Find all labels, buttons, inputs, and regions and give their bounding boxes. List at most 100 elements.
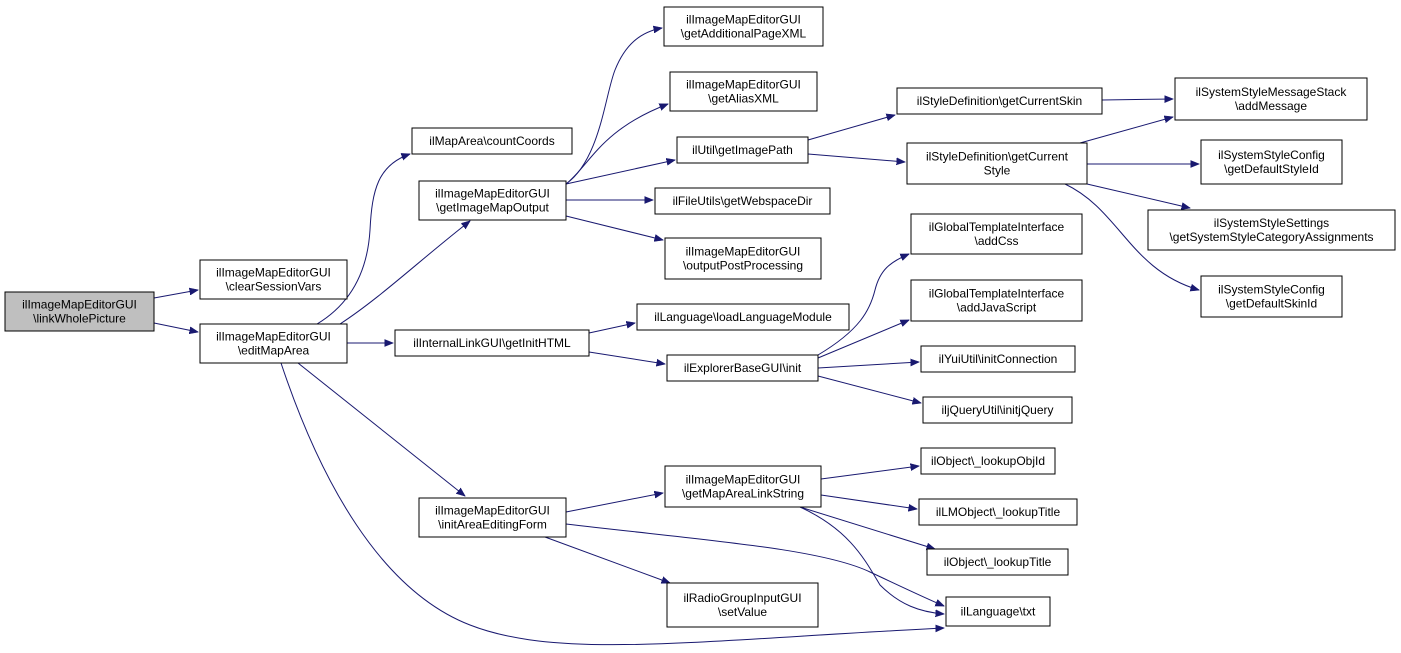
node-box [920, 345, 1076, 373]
node-label: ilImageMapEditorGUI [435, 504, 550, 518]
edge-getMapAreaLinkString-to-objLookupTitle [799, 506, 935, 549]
node-label: \linkWholePicture [33, 312, 126, 326]
node-box [199, 259, 348, 300]
node-box [1174, 77, 1368, 121]
node-label: \getDefaultSkinId [1226, 297, 1317, 311]
node-addCss[interactable]: ilGlobalTemplateInterface\addCss [910, 213, 1083, 255]
node-getDefaultStyleId[interactable]: ilSystemStyleConfig\getDefaultStyleId [1200, 139, 1343, 185]
node-label: ilSystemStyleConfig [1218, 148, 1325, 162]
edge-explorerInit-to-addCss [817, 253, 909, 356]
node-label: ilImageMapEditorGUI [22, 298, 137, 312]
node-box [1200, 139, 1343, 185]
edge-getInitHTML-to-loadLanguageModule [588, 323, 635, 334]
node-box [669, 71, 818, 112]
node-label: ilImageMapEditorGUI [216, 330, 331, 344]
node-label: \addCss [974, 234, 1018, 248]
node-label: \getDefaultStyleId [1224, 162, 1319, 176]
node-lmLookupTitle[interactable]: ilLMObject\_lookupTitle [918, 498, 1078, 526]
node-explorerInit[interactable]: ilExplorerBaseGUI\init [666, 354, 819, 382]
node-label: ilSystemStyleMessageStack [1196, 85, 1348, 99]
edge-initAreaEditingForm-to-setValue [544, 536, 670, 583]
edge-linkWholePicture-to-clearSessionVars [153, 290, 198, 299]
node-addMessage[interactable]: ilSystemStyleMessageStack\addMessage [1174, 77, 1368, 121]
node-label: \getMapAreaLinkString [682, 487, 804, 501]
node-initConnection[interactable]: ilYuiUtil\initConnection [920, 345, 1076, 373]
node-initAreaEditingForm[interactable]: ilImageMapEditorGUI\initAreaEditingForm [418, 497, 567, 538]
node-initjQuery[interactable]: iljQueryUtil\initjQuery [922, 396, 1073, 424]
node-box [922, 396, 1073, 424]
node-box [926, 548, 1069, 576]
node-getSystemStyleCategoryAssignments[interactable]: ilSystemStyleSettings\getSystemStyleCate… [1147, 209, 1396, 251]
node-outputPostProcessing[interactable]: ilImageMapEditorGUI\outputPostProcessing [664, 237, 822, 280]
node-label: ilStyleDefinition\getCurrentSkin [917, 94, 1082, 108]
node-box [1200, 275, 1343, 318]
edge-getMapAreaLinkString-to-lmLookupTitle [820, 494, 917, 509]
node-label: ilSystemStyleConfig [1218, 283, 1325, 297]
node-box [945, 596, 1051, 627]
node-label: \addMessage [1235, 99, 1307, 113]
edge-initAreaEditingForm-to-txt [565, 523, 944, 607]
node-getInitHTML[interactable]: ilInternalLinkGUI\getInitHTML [394, 329, 590, 357]
node-label: Style [984, 164, 1011, 178]
node-label: ilMapArea\countCoords [429, 134, 554, 148]
edge-getImageMapOutput-to-getAdditionalPageXML [565, 28, 662, 185]
node-box [666, 354, 819, 382]
node-getImagePath[interactable]: ilUtil\getImagePath [676, 136, 809, 164]
node-label: ilLMObject\_lookupTitle [936, 505, 1061, 519]
node-getWebspaceDir[interactable]: ilFileUtils\getWebspaceDir [654, 187, 831, 215]
node-addJavaScript[interactable]: ilGlobalTemplateInterface\addJavaScript [910, 279, 1083, 322]
node-label: ilObject\_lookupObjId [931, 454, 1045, 468]
node-countCoords[interactable]: ilMapArea\countCoords [411, 127, 573, 155]
node-lookupObjId[interactable]: ilObject\_lookupObjId [920, 447, 1056, 475]
node-label: ilUtil\getImagePath [692, 143, 793, 157]
node-txt[interactable]: ilLanguage\txt [945, 596, 1051, 627]
node-getCurrentSkin[interactable]: ilStyleDefinition\getCurrentSkin [896, 87, 1103, 115]
edge-getInitHTML-to-explorerInit [588, 351, 665, 364]
node-getAliasXML[interactable]: ilImageMapEditorGUI\getAliasXML [669, 71, 818, 112]
node-label: ilLanguage\loadLanguageModule [654, 310, 832, 324]
node-label: \outputPostProcessing [683, 259, 803, 273]
node-label: ilImageMapEditorGUI [686, 245, 801, 259]
edge-editMapArea-to-initAreaEditingForm [297, 362, 465, 496]
node-linkWholePicture[interactable]: ilImageMapEditorGUI\linkWholePicture [4, 291, 155, 332]
node-getImageMapOutput[interactable]: ilImageMapEditorGUI\getImageMapOutput [418, 180, 567, 221]
edge-initAreaEditingForm-to-getMapAreaLinkString [565, 493, 663, 513]
edge-getCurrentStyle-to-getSystemStyleCategoryAssignments [1086, 183, 1190, 208]
node-label: ilGlobalTemplateInterface [929, 220, 1065, 234]
node-label: ilFileUtils\getWebspaceDir [673, 194, 813, 208]
edge-editMapArea-to-txt [280, 362, 944, 646]
node-label: \initAreaEditingForm [438, 518, 547, 532]
edge-explorerInit-to-initjQuery [817, 375, 921, 403]
node-objLookupTitle[interactable]: ilObject\_lookupTitle [926, 548, 1069, 576]
edge-getImageMapOutput-to-getAliasXML [565, 104, 668, 185]
node-getAdditionalPageXML[interactable]: ilImageMapEditorGUI\getAdditionalPageXML [663, 6, 824, 47]
node-getMapAreaLinkString[interactable]: ilImageMapEditorGUI\getMapAreaLinkString [664, 465, 822, 508]
edge-explorerInit-to-addJavaScript [817, 319, 909, 359]
edge-getImageMapOutput-to-getImagePath [565, 160, 675, 185]
node-label: ilImageMapEditorGUI [435, 187, 550, 201]
node-label: ilImageMapEditorGUI [216, 266, 331, 280]
nodes-layer: ilImageMapEditorGUI\linkWholePictureilIm… [4, 6, 1396, 628]
edge-getImagePath-to-getCurrentStyle [807, 153, 905, 162]
node-label: \getSystemStyleCategoryAssignments [1169, 230, 1373, 244]
node-box [676, 136, 809, 164]
edge-editMapArea-to-countCoords [316, 154, 410, 325]
node-label: \setValue [718, 605, 767, 619]
node-box [418, 180, 567, 221]
node-label: iljQueryUtil\initjQuery [941, 403, 1053, 417]
node-box [666, 582, 819, 628]
node-label: \getImageMapOutput [436, 201, 549, 215]
node-label: \getAliasXML [708, 92, 779, 106]
node-loadLanguageModule[interactable]: ilLanguage\loadLanguageModule [636, 303, 850, 331]
node-label: ilObject\_lookupTitle [944, 555, 1052, 569]
edge-getCurrentStyle-to-addMessage [1079, 117, 1173, 144]
node-box [4, 291, 155, 332]
node-clearSessionVars[interactable]: ilImageMapEditorGUI\clearSessionVars [199, 259, 348, 300]
node-setValue[interactable]: ilRadioGroupInputGUI\setValue [666, 582, 819, 628]
node-getDefaultSkinId[interactable]: ilSystemStyleConfig\getDefaultSkinId [1200, 275, 1343, 318]
node-editMapArea[interactable]: ilImageMapEditorGUI\editMapArea [199, 323, 348, 364]
node-label: ilRadioGroupInputGUI [683, 591, 801, 605]
node-box [663, 6, 824, 47]
